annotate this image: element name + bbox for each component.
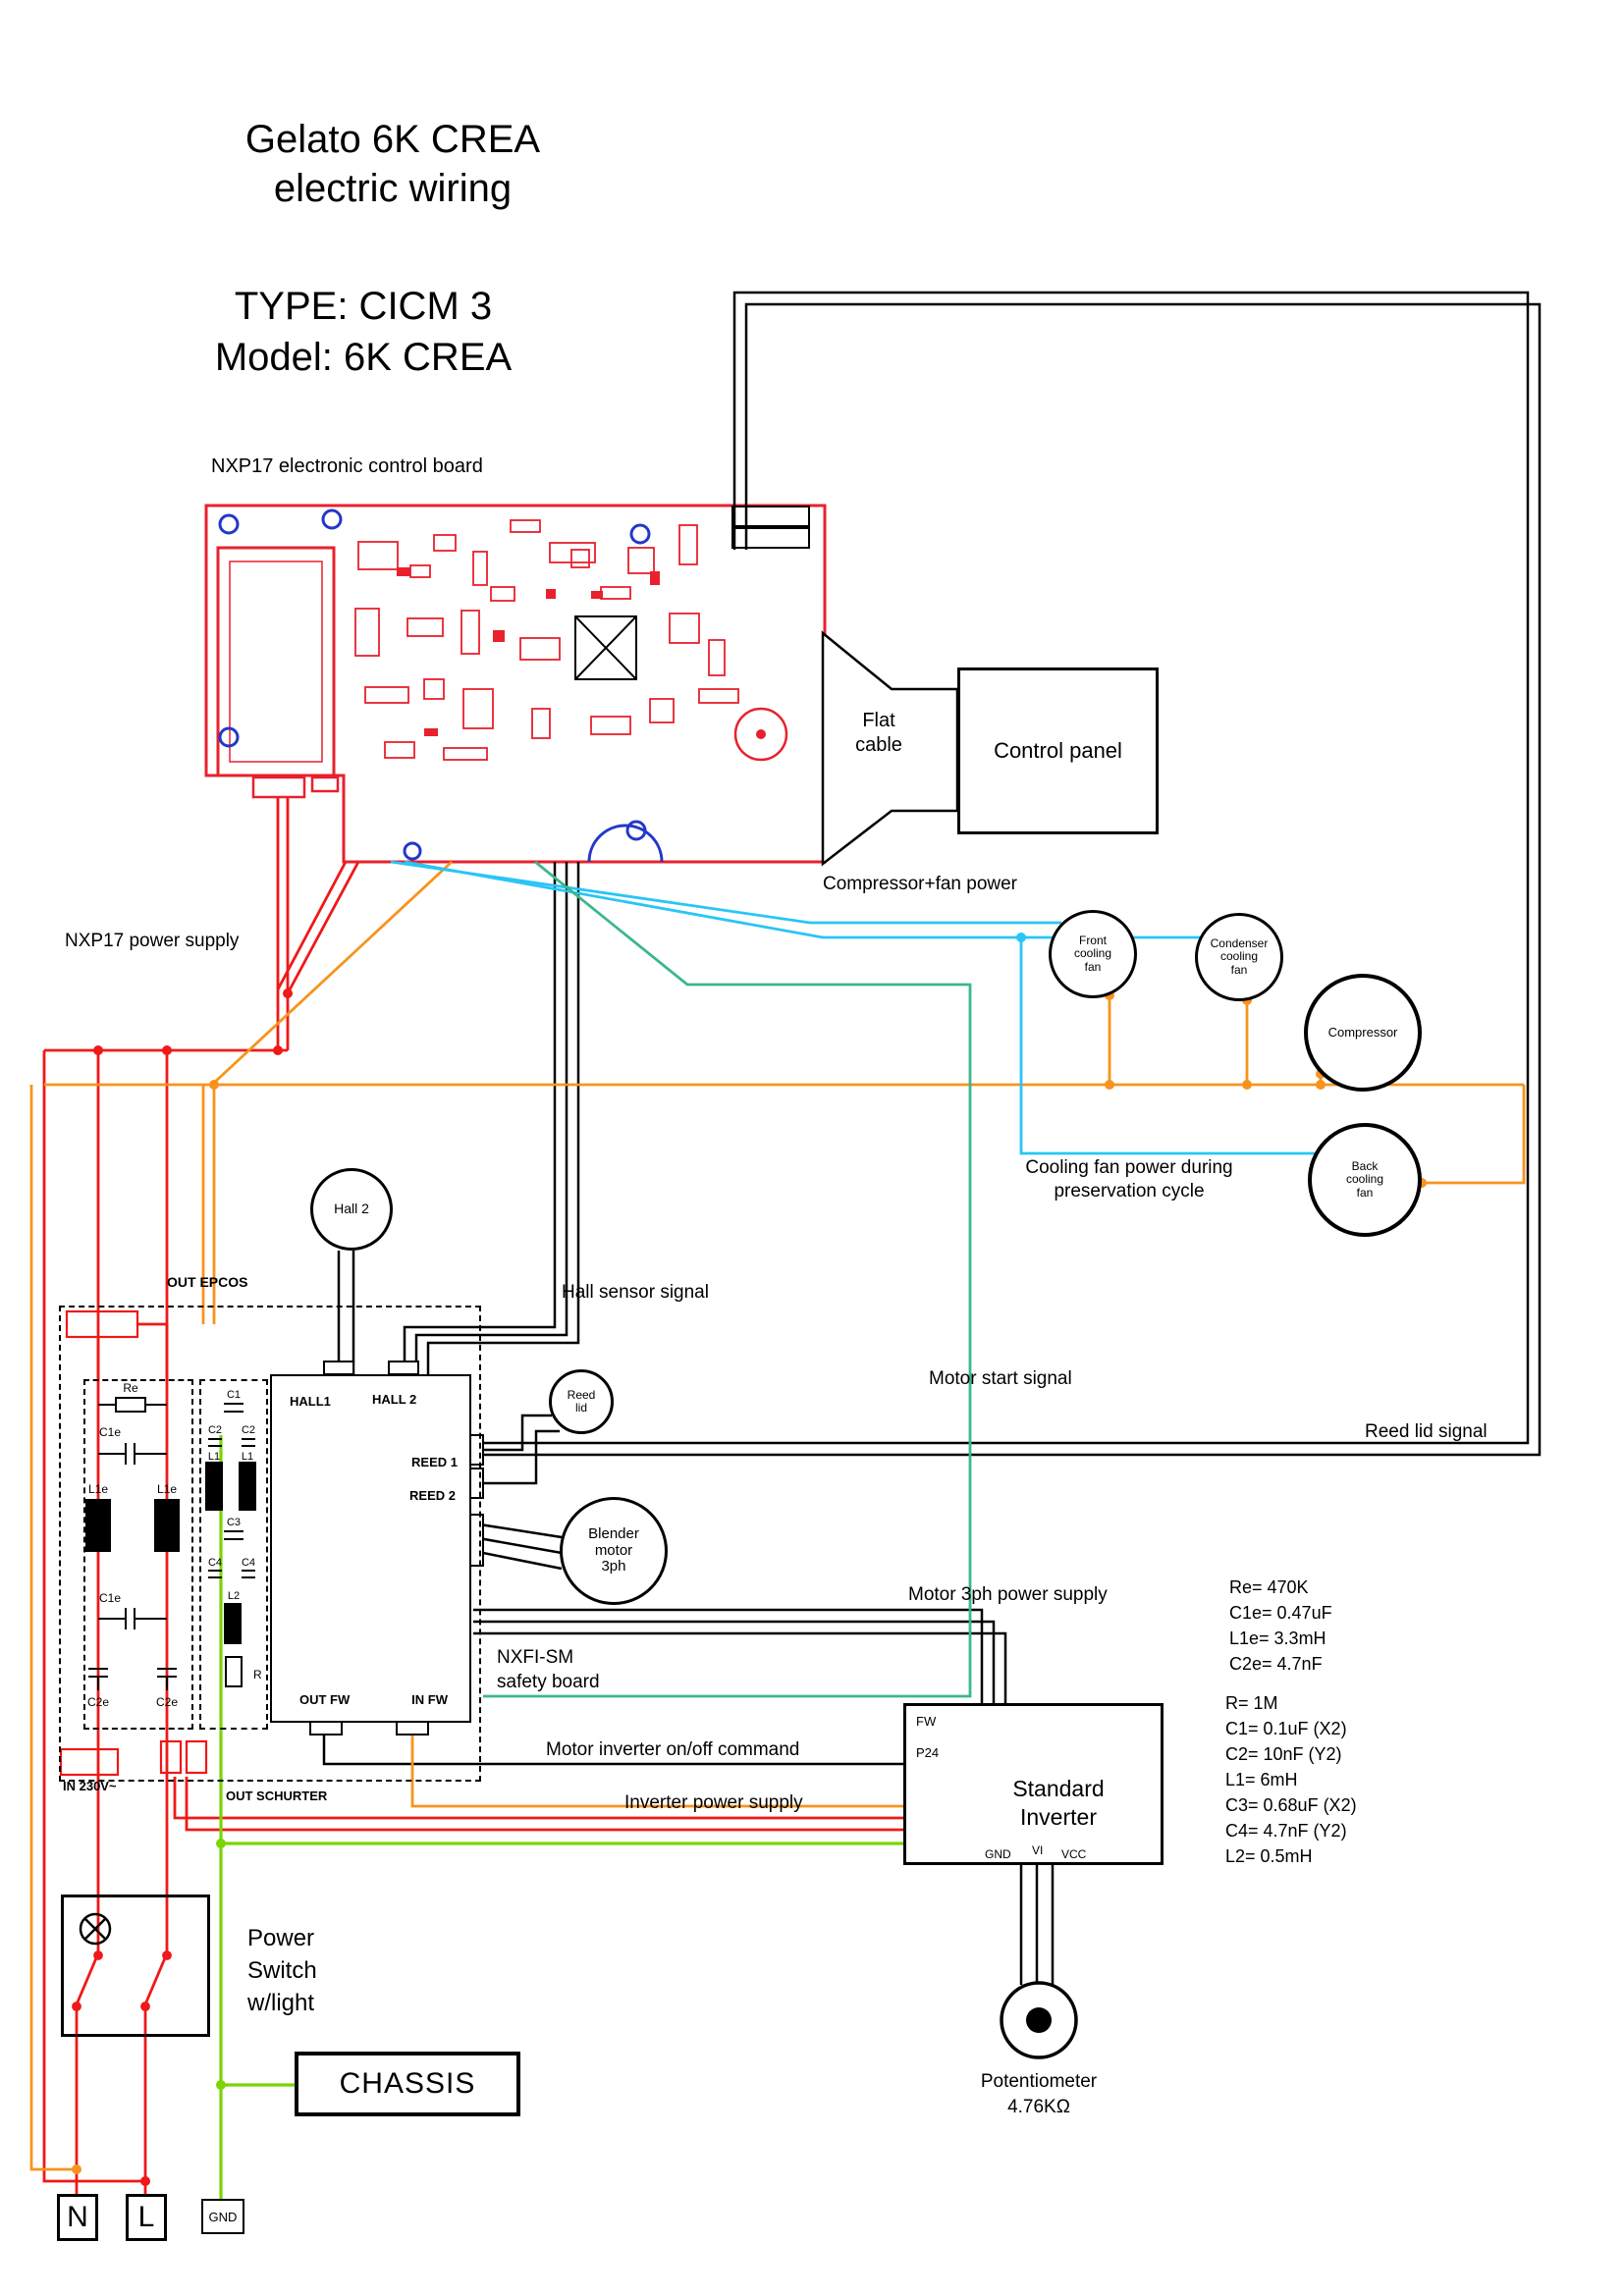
model-line: Model: 6K CREA <box>214 336 513 379</box>
power-switch-label: Power Switch w/light <box>247 1925 317 2016</box>
wires-green <box>219 1435 903 2199</box>
type-line: TYPE: CICM 3 <box>234 285 493 328</box>
svg-text:C3: C3 <box>227 1517 241 1528</box>
inverter-p24-label: P24 <box>916 1745 940 1760</box>
control-panel-box: Control panel <box>957 667 1159 834</box>
svg-text:C2: C2 <box>208 1424 222 1436</box>
compressor-fan-power-label: Compressor+fan power <box>823 874 1018 894</box>
svg-text:C4: C4 <box>242 1557 255 1569</box>
pcb-filled-parts <box>397 567 766 739</box>
wires-black <box>322 291 1542 1985</box>
svg-text:L1: L1 <box>208 1451 220 1463</box>
lamp-icon <box>79 1912 112 1946</box>
potentiometer-symbol <box>1000 1981 1078 2059</box>
hall2-sensor: Hall 2 <box>310 1168 393 1251</box>
hall-sensor-signal-label: Hall sensor signal <box>562 1282 709 1303</box>
terminal-n: N <box>57 2194 98 2241</box>
epcos-mid-labels: C1 C2 C2 L1 L1 C3 C4 C4 L2 R <box>208 1389 262 1682</box>
svg-text:C1e: C1e <box>99 1425 121 1439</box>
inverter-fw-label: FW <box>916 1714 937 1729</box>
reed1-terminal-label: REED 1 <box>411 1455 458 1469</box>
compressor: Compressor <box>1304 974 1422 1092</box>
inverter-power-supply-label: Inverter power supply <box>624 1792 803 1813</box>
page-title-line1: Gelato 6K CREA <box>244 118 541 161</box>
epcos-left-symbols <box>85 1397 180 1690</box>
inverter-box: FW P24 Standard Inverter GND VI VCC <box>903 1703 1164 1865</box>
hall1-terminal-label: HALL1 <box>290 1394 331 1409</box>
out-fw-terminal-label: OUT FW <box>299 1692 351 1707</box>
page-title-line2: electric wiring <box>273 167 513 210</box>
inverter-name: Standard Inverter <box>1012 1776 1105 1830</box>
svg-text:C2e: C2e <box>156 1695 178 1709</box>
pcb-mounting-holes <box>218 508 664 863</box>
svg-text:C1e: C1e <box>99 1591 121 1605</box>
in-230v-label: IN 230V~ <box>63 1779 117 1793</box>
svg-text:L1: L1 <box>242 1451 253 1463</box>
svg-text:C4: C4 <box>208 1557 222 1569</box>
svg-text:L1e: L1e <box>88 1482 108 1496</box>
motor-inverter-onoff-label: Motor inverter on/off command <box>546 1739 800 1760</box>
wires-cyan <box>390 860 1315 1155</box>
hall2-terminal-label: HALL 2 <box>372 1392 417 1407</box>
svg-text:C2: C2 <box>242 1424 255 1436</box>
svg-text:C2e: C2e <box>87 1695 109 1709</box>
safety-board: HALL1 HALL 2 REED 1 REED 2 OUT FW IN FW <box>270 1374 471 1723</box>
epcos-left-labels: Re C1e L1e L1e C1e C2e C2e <box>87 1381 178 1709</box>
reed2-terminal-label: REED 2 <box>409 1488 456 1503</box>
cooling-fan-preservation-label: Cooling fan power during preservation cy… <box>1025 1157 1233 1201</box>
terminal-l: L <box>126 2194 167 2241</box>
chassis-box: CHASSIS <box>295 2052 520 2116</box>
svg-text:C1: C1 <box>227 1389 241 1401</box>
pcb-black-connectors <box>574 506 810 680</box>
epcos-mid-symbols <box>205 1403 256 1687</box>
svg-text:Re: Re <box>123 1381 138 1395</box>
terminal-gnd: GND <box>201 2199 244 2234</box>
safety-board-name: NXFI-SM safety board <box>497 1647 600 1692</box>
svg-text:R: R <box>253 1668 262 1682</box>
reed-lid-signal-label: Reed lid signal <box>1365 1421 1488 1442</box>
power-switch-box <box>61 1895 210 2037</box>
epcos-left-box <box>83 1379 193 1730</box>
svg-text:L2: L2 <box>228 1590 240 1602</box>
inverter-gnd-label: GND <box>985 1847 1011 1861</box>
power-switch-symbol <box>72 1912 172 2011</box>
wires-orange <box>29 860 1526 2171</box>
inverter-vcc-label: VCC <box>1061 1847 1087 1861</box>
out-schurter-label: OUT SCHURTER <box>226 1789 328 1803</box>
svg-text:L1e: L1e <box>157 1482 177 1496</box>
flat-cable-label: Flat cable <box>855 710 902 756</box>
out-epcos-label: OUT EPCOS <box>167 1274 248 1290</box>
potentiometer-label: Potentiometer 4.76KΩ <box>980 2071 1098 2117</box>
epcos-outer-box <box>59 1306 481 1782</box>
inverter-vi-label: VI <box>1032 1843 1044 1857</box>
motor-start-signal-label: Motor start signal <box>929 1368 1072 1389</box>
epcos-mid-box <box>199 1379 268 1730</box>
motor-3ph-power-label: Motor 3ph power supply <box>908 1584 1108 1605</box>
pcb-drawing <box>204 504 827 864</box>
in-fw-terminal-label: IN FW <box>411 1692 448 1707</box>
wires-teal <box>483 860 972 1698</box>
pcb-label: NXP17 electronic control board <box>211 455 483 477</box>
nxp17-power-supply-label: NXP17 power supply <box>65 931 240 951</box>
